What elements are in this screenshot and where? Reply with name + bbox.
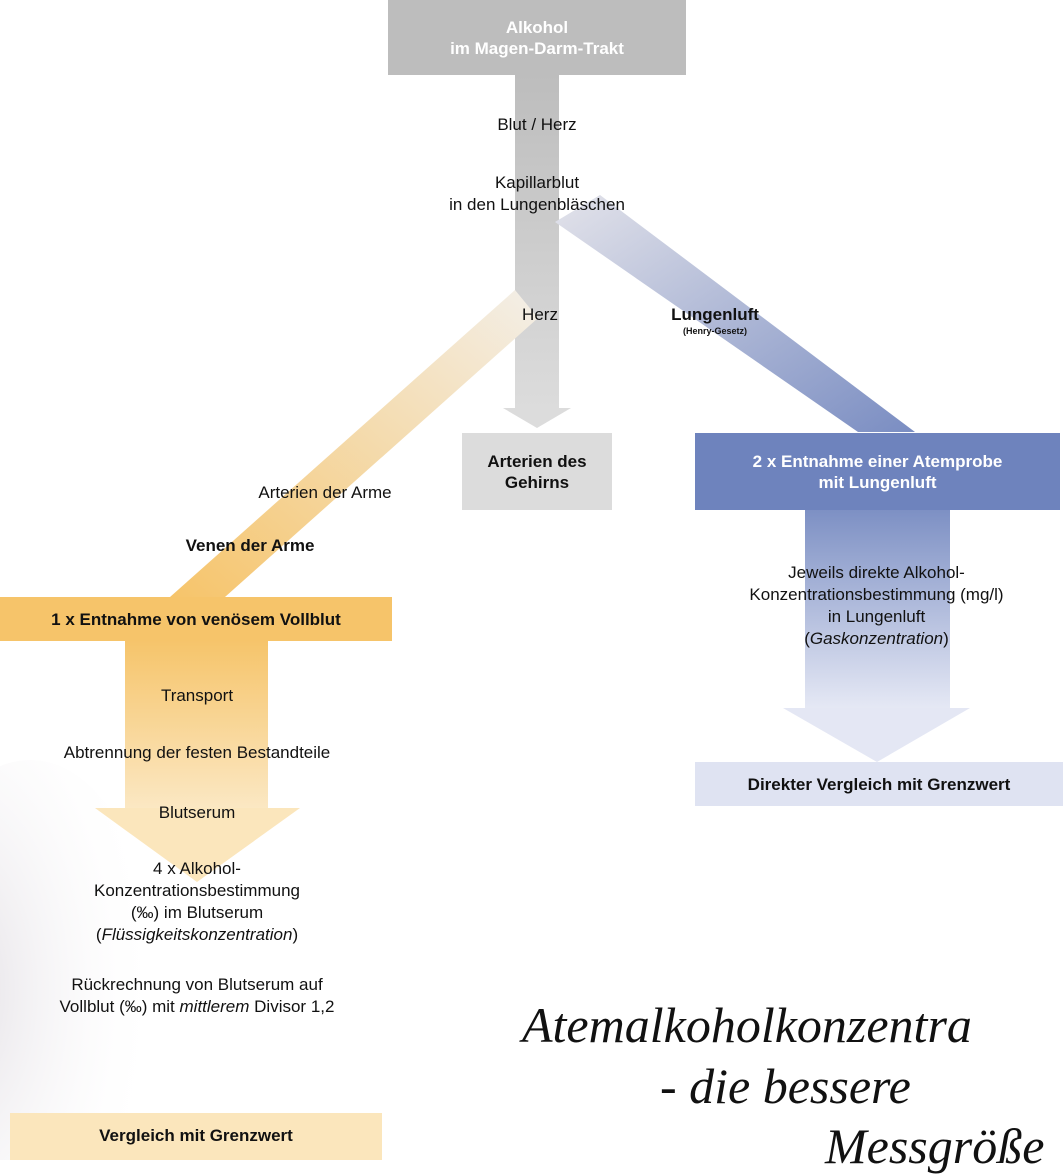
label-arterien-arme: Arterien der Arme — [258, 483, 392, 502]
top-line2: im Magen-Darm-Trakt — [450, 38, 624, 58]
rueck-line2: Vollblut (‰) mit mittlerem Divisor 1,2 — [0, 996, 394, 1018]
box-arterien-gehirn: Arterien des Gehirns — [462, 433, 612, 510]
label-abtrennung: Abtrennung der festen Bestandteile — [63, 743, 331, 762]
vollblut-label: 1 x Entnahme von venösem Vollblut — [51, 609, 341, 629]
blue-stem — [805, 510, 950, 710]
rueck-mittlerem: mittlerem — [179, 997, 250, 1016]
kapillar-line2: in den Lungenbläschen — [449, 195, 625, 214]
alk4-line3: (‰) im Blutserum — [130, 903, 264, 922]
jeweils-paren-open: ( — [804, 629, 810, 648]
jeweils-paren-close: ) — [943, 629, 949, 648]
label-transport: Transport — [160, 686, 234, 705]
label-jeweils: Jeweils direkte Alkohol- Konzentrationsb… — [690, 562, 1063, 650]
blue-arrowhead — [783, 708, 970, 762]
alk4-paren-close: ) — [292, 925, 299, 944]
slogan-line3: Messgröße — [825, 1118, 1045, 1174]
label-herz: Herz — [522, 305, 558, 324]
atemprobe-line2: mit Lungenluft — [818, 472, 937, 492]
label-kapillarblut: Kapillarblut in den Lungenbläschen — [387, 172, 687, 216]
label-blut-herz: Blut / Herz — [497, 115, 577, 134]
jeweils-gaskonzentration: Gaskonzentration — [809, 629, 944, 648]
alk4-line2: Konzentrationsbestimmung — [93, 881, 300, 900]
orange-branch — [170, 290, 538, 597]
label-rueckrechnung: Rückrechnung von Blutserum auf Vollblut … — [0, 974, 394, 1018]
alk4-fluessigkeitskonzentration: Flüssigkeitskonzentration — [101, 925, 293, 944]
blue-branch — [555, 195, 915, 432]
lungenluft-title: Lungenluft — [671, 305, 759, 324]
grey-trunk — [515, 75, 559, 410]
alk4-line1: 4 x Alkohol- — [153, 859, 241, 878]
box-vollblut: 1 x Entnahme von venösem Vollblut — [0, 597, 392, 641]
direkter-vergleich-label: Direkter Vergleich mit Grenzwert — [747, 774, 1011, 794]
top-line1: Alkohol — [505, 17, 569, 37]
orange-arrowhead — [95, 808, 300, 882]
box-vergleich: Vergleich mit Grenzwert — [10, 1113, 382, 1160]
gehirn-line1: Arterien des — [487, 451, 587, 471]
henry-note: (Henry-Gesetz) — [682, 326, 747, 336]
alk4-paren-open: ( — [95, 925, 102, 944]
label-lungenluft: Lungenluft (Henry-Gesetz) — [615, 304, 815, 337]
atemprobe-line1: 2 x Entnahme einer Atemprobe — [752, 451, 1003, 471]
jeweils-line2: Konzentrationsbestimmung (mg/l) — [749, 585, 1004, 604]
jeweils-line3: in Lungenluft — [827, 607, 926, 626]
label-venen-arme: Venen der Arme — [185, 536, 315, 555]
rueck-line2-post: Divisor 1,2 — [249, 997, 335, 1016]
slogan-line2: - die bessere — [660, 1058, 911, 1114]
jeweils-line4: (Gaskonzentration) — [690, 628, 1063, 650]
top-box: Alkohol im Magen-Darm-Trakt — [388, 0, 686, 75]
slogan-line1: Atemalkoholkonzentra — [522, 997, 972, 1053]
kapillar-line1: Kapillarblut — [494, 173, 580, 192]
grey-arrowhead — [503, 408, 571, 428]
gehirn-line2: Gehirns — [504, 472, 570, 492]
box-atemprobe: 2 x Entnahme einer Atemprobe mit Lungenl… — [695, 433, 1060, 510]
label-alk4: 4 x Alkohol- Konzentrationsbestimmung (‰… — [17, 858, 377, 946]
background-blob — [0, 760, 160, 1160]
vergleich-label: Vergleich mit Grenzwert — [99, 1126, 293, 1145]
rueck-line2-pre: Vollblut (‰) mit — [59, 997, 180, 1016]
orange-stem — [125, 640, 268, 810]
rueck-line1: Rückrechnung von Blutserum auf — [71, 975, 323, 994]
alk4-line4: (Flüssigkeitskonzentration) — [17, 924, 377, 946]
jeweils-line1: Jeweils direkte Alkohol- — [788, 563, 965, 582]
box-direkter-vergleich: Direkter Vergleich mit Grenzwert — [695, 762, 1063, 806]
label-blutserum: Blutserum — [158, 803, 236, 822]
